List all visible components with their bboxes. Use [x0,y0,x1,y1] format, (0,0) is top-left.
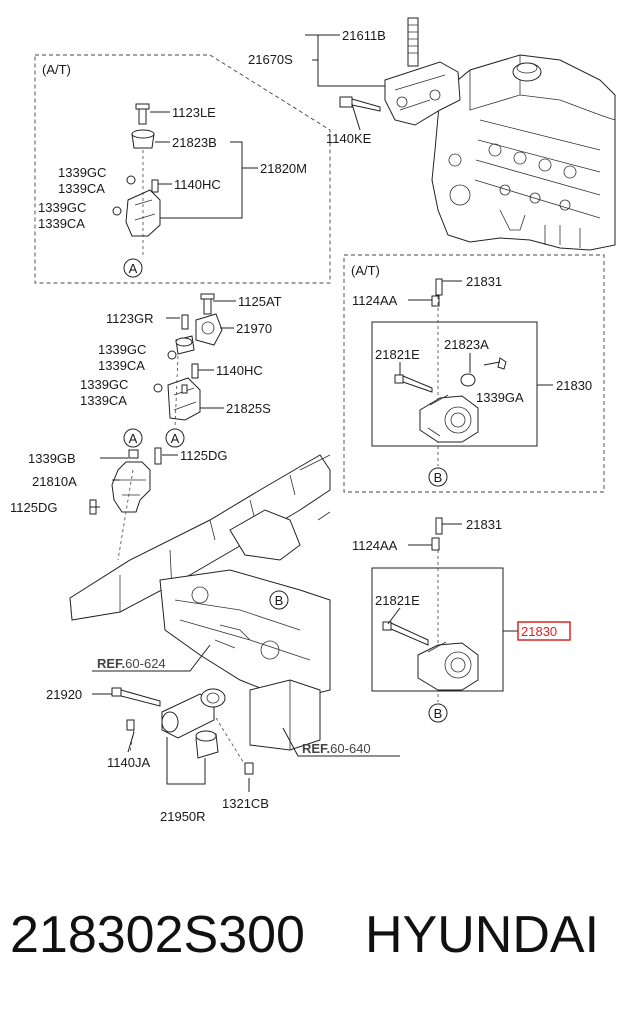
label-1339GB: 1339GB [28,451,76,466]
ref-60-624[interactable]: REF.60-624 [97,656,166,671]
label-21821E-1: 21821E [375,347,420,362]
mount-21970-illustration [153,293,223,429]
highlighted-part-21830[interactable]: 21830 [517,621,571,641]
at-label-top: (A/T) [42,62,71,77]
label-1123GR: 1123GR [106,311,153,326]
label-1339GC-2: 1339GC [38,200,86,215]
svg-text:A: A [129,431,138,446]
engine-block-illustration [431,54,616,251]
label-1125DG-2: 1125DG [10,500,57,515]
label-1123LE: 1123LE [172,105,216,120]
label-21970: 21970 [236,321,272,336]
label-1321CB: 1321CB [222,796,269,811]
label-1339GC-4: 1339GC [80,377,128,392]
label-1125AT: 1125AT [238,294,282,309]
label-1339CA-2: 1339CA [38,216,85,231]
assembly-box-21830 [371,567,504,692]
label-1124AA-2: 1124AA [352,538,398,553]
footer-part-number: 218302S300 [10,906,305,964]
roll-rod-21950R-illustration [111,687,254,775]
label-21830-1: 21830 [556,378,592,393]
label-21825S: 21825S [226,401,271,416]
label-1339GC-3: 1339GC [98,342,146,357]
svg-text:A: A [129,261,138,276]
callout-b3: B [269,590,289,610]
label-1339CA-1: 1339CA [58,181,105,196]
label-1140KE: 1140KE [326,131,372,146]
assembly-box-21830-at [371,321,538,447]
mount-21830-at-illustration [394,278,507,466]
label-21831-1: 21831 [466,274,502,289]
label-21920: 21920 [46,687,82,702]
svg-text:B: B [434,470,443,485]
callout-b2: B [428,703,448,723]
label-21820M: 21820M [260,161,307,176]
label-1339GC-1: 1339GC [58,165,106,180]
label-1140HC-2: 1140HC [216,363,263,378]
svg-text:A: A [171,431,180,446]
at-label-right: (A/T) [351,263,380,278]
leader-lines [90,34,553,792]
footer-brand: HYUNDAI [365,906,600,964]
mount-21810A-illustration [89,447,162,561]
label-21810A: 21810A [32,474,77,489]
svg-text:REF.60-640: REF.60-640 [302,741,371,756]
bracket-21820M-illustration [112,103,161,258]
label-21831-2: 21831 [466,517,502,532]
label-21670S: 21670S [248,52,293,67]
label-21823A: 21823A [444,337,489,352]
svg-text:B: B [434,706,443,721]
label-1140HC-1: 1140HC [174,177,221,192]
at-group-box-right [343,254,605,493]
label-1124AA-1: 1124AA [352,293,398,308]
label-21823B: 21823B [172,135,217,150]
ref-60-640[interactable]: REF.60-640 [302,741,371,756]
label-21950R: 21950R [160,809,206,824]
label-21830-2[interactable]: 21830 [521,624,557,639]
label-1339GA: 1339GA [476,390,524,405]
at-group-box-top [34,54,331,284]
label-1140JA: 1140JA [107,755,150,770]
label-21821E-2: 21821E [375,593,420,608]
callout-a1: A [123,258,143,278]
svg-text:REF.60-624: REF.60-624 [97,656,166,671]
callout-b1: B [428,467,448,487]
label-1339CA-3: 1339CA [98,358,145,373]
callout-a2: A [165,428,185,448]
callout-a3: A [123,428,143,448]
bracket-21670S-illustration [339,17,461,126]
svg-text:B: B [275,593,284,608]
label-21611B: 21611B [342,28,386,43]
label-1125DG-1: 1125DG [180,448,227,463]
mount-21830-illustration [382,517,479,702]
label-1339CA-4: 1339CA [80,393,127,408]
